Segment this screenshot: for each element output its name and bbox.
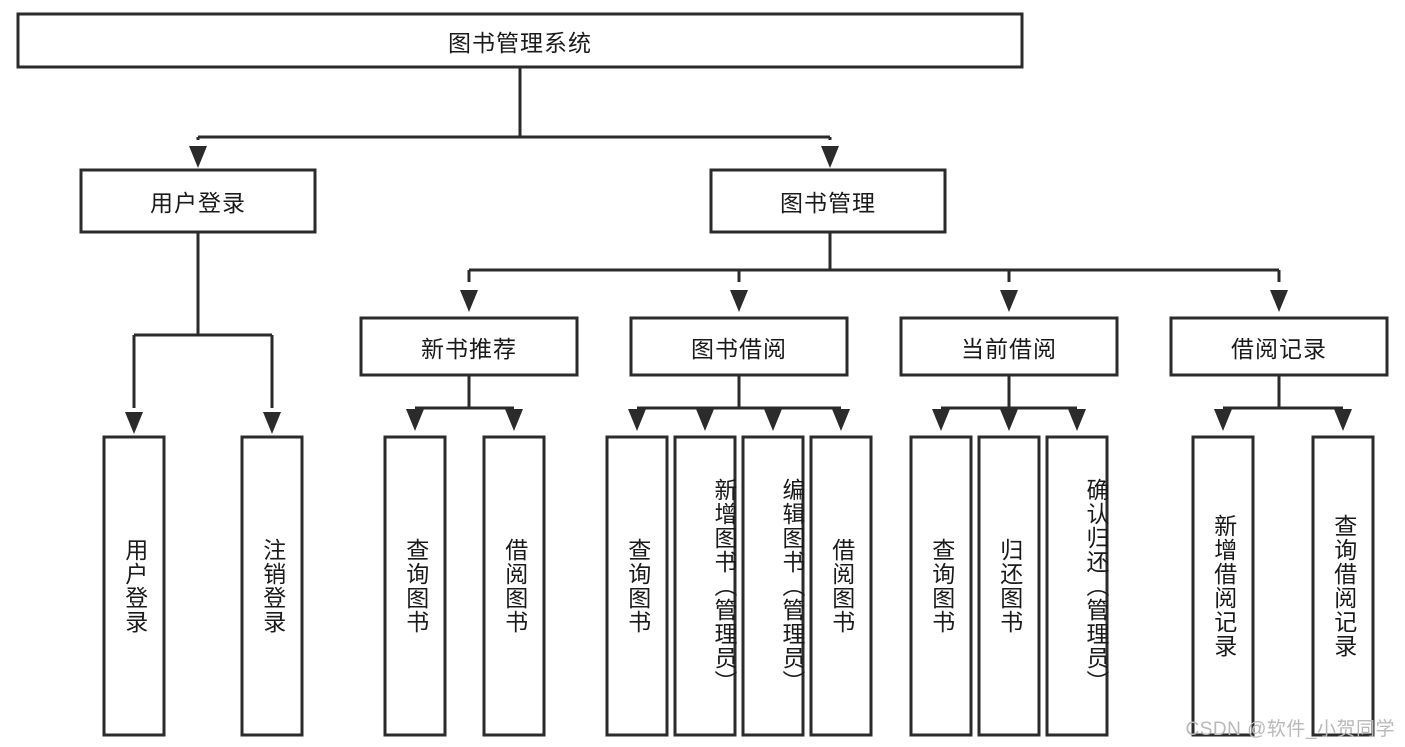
leaf-current-borrow-2-box[interactable]	[977, 435, 1041, 737]
node-user-login-box[interactable]	[79, 168, 317, 234]
leaf-new-book-1-box[interactable]	[383, 435, 447, 737]
leaf-new-book-2-box[interactable]	[482, 435, 546, 737]
arrow-to-leaf-book-borrow-4	[832, 409, 850, 431]
arrow-to-leaf-user-login-2	[263, 412, 281, 434]
arrow-to-leaf-borrow-record-2	[1334, 409, 1352, 431]
arrow-to-borrow-record	[1270, 290, 1288, 312]
node-book-manage-box[interactable]	[709, 168, 947, 234]
connector-group-book-manage	[460, 232, 1288, 312]
arrow-to-leaf-user-login-1	[125, 412, 143, 434]
node-root-box[interactable]	[16, 12, 1024, 69]
arrow-to-leaf-current-borrow-2	[1000, 409, 1018, 431]
arrow-to-book-borrow	[730, 290, 748, 312]
leaf-borrow-record-2-box[interactable]	[1311, 435, 1375, 737]
arrow-to-current-borrow	[1000, 290, 1018, 312]
arrow-to-leaf-new-book-2	[505, 409, 523, 431]
node-new-book-recommend-box[interactable]	[359, 316, 579, 377]
leaf-book-borrow-2-box[interactable]	[673, 435, 737, 737]
arrow-to-new-book-recommend	[460, 290, 478, 312]
csdn-watermark: CSDN @软件_小贺同学	[1185, 719, 1395, 740]
arrow-to-leaf-borrow-record-1	[1214, 409, 1232, 431]
connector-group-root	[189, 67, 839, 168]
arrow-to-leaf-current-borrow-3	[1068, 409, 1086, 431]
leaf-borrow-record-1-box[interactable]	[1191, 435, 1255, 737]
arrow-to-book-manage	[821, 146, 839, 168]
connector-group-book-borrow	[628, 375, 850, 431]
arrow-to-leaf-book-borrow-3	[764, 409, 782, 431]
leaf-book-borrow-3-box[interactable]	[741, 435, 805, 737]
leaf-user-login-1-box[interactable]	[102, 435, 166, 737]
arrow-to-leaf-book-borrow-1	[628, 409, 646, 431]
leaf-book-borrow-4-box[interactable]	[809, 435, 873, 737]
leaf-book-borrow-1-box[interactable]	[605, 435, 669, 737]
leaf-current-borrow-1-box[interactable]	[909, 435, 973, 737]
node-borrow-record-box[interactable]	[1169, 316, 1389, 377]
arrow-to-leaf-book-borrow-2	[696, 409, 714, 431]
node-current-borrow-box[interactable]	[899, 316, 1119, 377]
leaf-current-borrow-3-box[interactable]	[1045, 435, 1109, 737]
connector-group-borrow-record	[1214, 375, 1352, 431]
connector-group-current-borrow	[932, 375, 1086, 431]
leaf-user-login-2-box[interactable]	[240, 435, 304, 737]
arrow-to-leaf-current-borrow-1	[932, 409, 950, 431]
arrow-to-leaf-new-book-1	[406, 409, 424, 431]
connector-group-user-login	[125, 232, 281, 434]
node-book-borrow-box[interactable]	[629, 316, 849, 377]
arrow-to-user-login	[189, 146, 207, 168]
connector-group-new-book-recommend	[406, 375, 523, 431]
